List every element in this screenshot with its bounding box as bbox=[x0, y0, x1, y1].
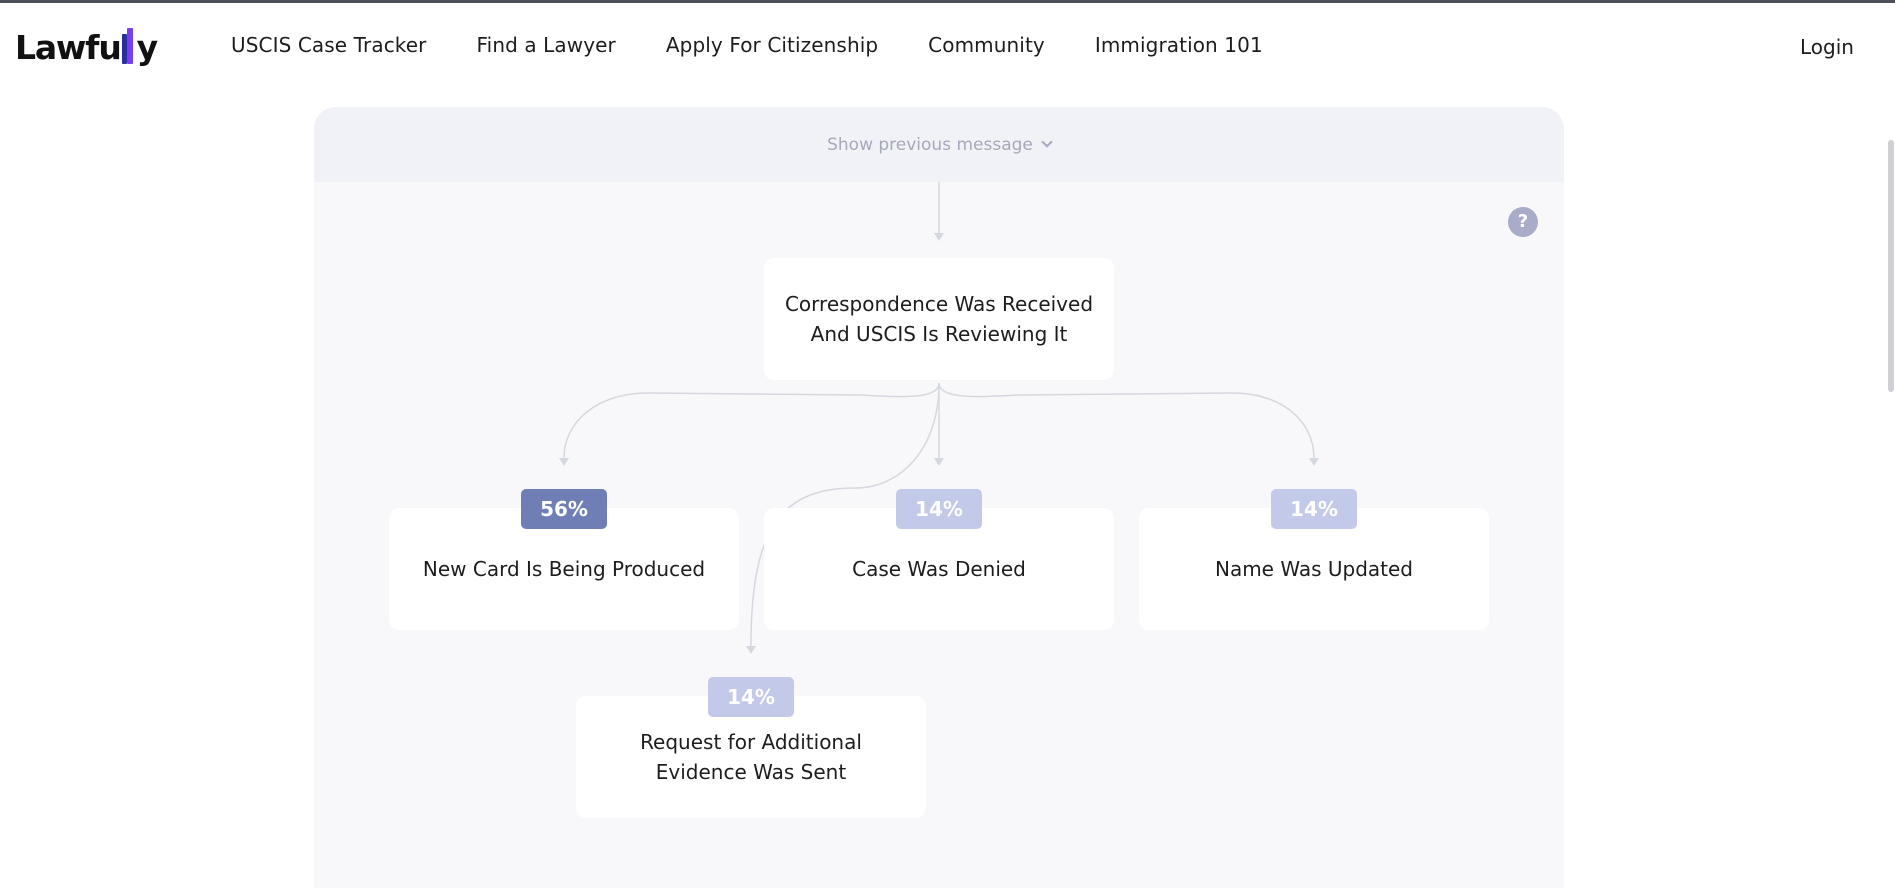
next-status-label: Request for Additional Evidence Was Sent bbox=[640, 730, 862, 784]
nav-uscis-case-tracker[interactable]: USCIS Case Tracker bbox=[231, 33, 427, 57]
next-status-label: New Card Is Being Produced bbox=[422, 557, 706, 581]
probability-badge: 56% bbox=[521, 489, 607, 529]
nav-community[interactable]: Community bbox=[928, 33, 1045, 57]
help-icon[interactable]: ? bbox=[1508, 207, 1538, 237]
lawfully-logo[interactable]: Lawfu y bbox=[15, 25, 159, 69]
probability-badge: 14% bbox=[896, 489, 982, 529]
nav-find-a-lawyer[interactable]: Find a Lawyer bbox=[476, 33, 616, 57]
show-previous-message-toggle[interactable]: Show previous message bbox=[314, 107, 1564, 182]
nav-immigration-101[interactable]: Immigration 101 bbox=[1094, 33, 1263, 57]
show-previous-message-label: Show previous message bbox=[827, 134, 1033, 155]
main-nav: USCIS Case Tracker Find a Lawyer Apply F… bbox=[231, 33, 1313, 57]
current-status-label: Correspondence Was Received And USCIS Is… bbox=[784, 292, 1094, 346]
browser-top-border bbox=[0, 0, 1895, 3]
login-link[interactable]: Login bbox=[1800, 35, 1854, 59]
next-status-card-new-card[interactable]: New Card Is Being Produced bbox=[389, 508, 739, 630]
current-status-card: Correspondence Was Received And USCIS Is… bbox=[764, 258, 1114, 380]
chevron-down-icon bbox=[1041, 136, 1053, 148]
site-header: Lawfu y USCIS Case Tracker Find a Lawyer… bbox=[0, 3, 1895, 89]
probability-badge: 14% bbox=[708, 677, 794, 717]
page-scrollbar[interactable] bbox=[1888, 140, 1894, 392]
logo-wordmark-left: Lawfu bbox=[15, 27, 122, 67]
logo-wordmark-right: y bbox=[136, 27, 159, 67]
next-status-label: Name Was Updated bbox=[1214, 557, 1414, 581]
probability-badge: 14% bbox=[1271, 489, 1357, 529]
next-status-label: Case Was Denied bbox=[852, 557, 1026, 581]
nav-apply-for-citizenship[interactable]: Apply For Citizenship bbox=[665, 33, 879, 57]
logo-mark-icon bbox=[121, 28, 136, 66]
